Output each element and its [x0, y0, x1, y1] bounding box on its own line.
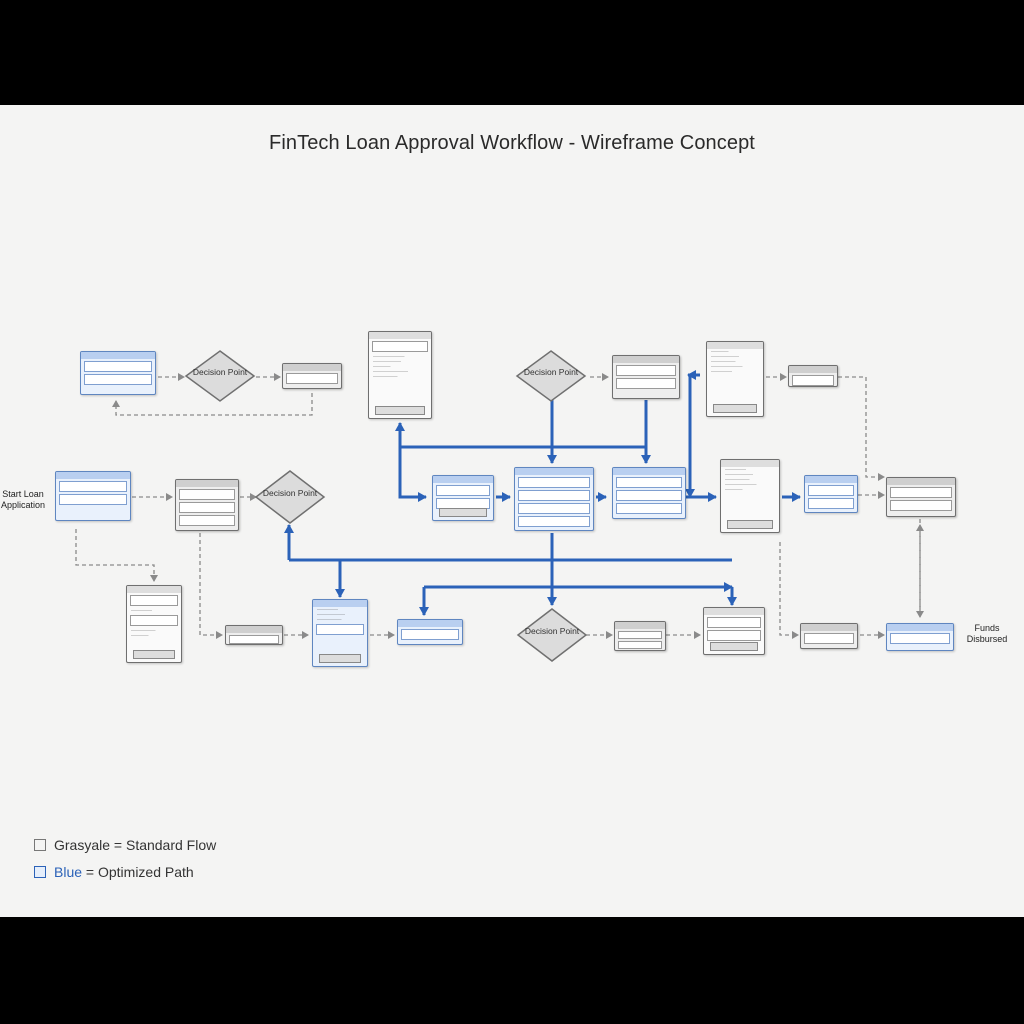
wireframe-screen — [612, 467, 686, 519]
decision-label: Decision Point — [262, 488, 318, 498]
wireframe-screen: ———————————————————— ——————————————— — [706, 341, 764, 417]
wireframe-screen: ————————————————————— —————————————— — [720, 459, 780, 533]
start-label: Start Loan Application — [0, 489, 46, 510]
decision-diamond — [184, 350, 256, 402]
wireframe-screen — [225, 625, 283, 645]
decision-diamond — [254, 470, 326, 524]
wireframe-screen — [612, 355, 680, 399]
wireframe-screen — [514, 467, 594, 531]
end-label: Funds Disbursed — [966, 623, 1008, 644]
decision-diamond — [515, 350, 587, 402]
flow-arrow — [838, 376, 885, 481]
flow-arrow — [75, 529, 158, 582]
wireframe-screen: ————————————————————— — [312, 599, 368, 667]
blue-swatch — [34, 866, 46, 878]
decision-label: Decision Point — [524, 626, 580, 636]
flow-arrow — [112, 393, 313, 416]
legend-standard-label: Grasyale = Standard Flow — [54, 837, 217, 853]
flow-arrow — [199, 533, 223, 639]
legend-optimized-label: = Optimized Path — [82, 864, 194, 880]
flow-arrow — [779, 542, 799, 639]
decision-label: Decision Point — [192, 367, 248, 377]
wireframe-screen — [800, 623, 858, 649]
wireframe-screen — [804, 475, 858, 513]
wireframe-screen — [703, 607, 765, 655]
wireframe-screen — [886, 623, 954, 651]
optimized-path-arrow — [398, 447, 427, 502]
wireframe-screen — [788, 365, 838, 387]
wireframe-screen — [432, 475, 494, 521]
legend-optimized: Blue = Optimized Path — [34, 864, 194, 880]
wireframe-screen: —————————————————————— ————————————————— — [368, 331, 432, 419]
wireframe-screen — [175, 479, 239, 531]
wireframe-screen — [886, 477, 956, 517]
wireframe-screen — [614, 621, 666, 651]
connector-layer — [75, 350, 924, 662]
wireframe-screen — [282, 363, 342, 389]
wireframe-screen — [80, 351, 156, 395]
gray-swatch — [34, 839, 46, 851]
diagram-canvas: FinTech Loan Approval Workflow - Wirefra… — [0, 105, 1024, 917]
wireframe-screen — [55, 471, 131, 521]
decision-diamond — [516, 608, 588, 662]
decision-shapes — [184, 350, 588, 662]
wireframe-screen — [397, 619, 463, 645]
wireframe-screen: —————— ———————————— — [126, 585, 182, 663]
legend-blue-word: Blue — [54, 864, 83, 880]
page-title: FinTech Loan Approval Workflow - Wirefra… — [269, 132, 755, 154]
legend-standard: Grasyale = Standard Flow — [34, 837, 216, 853]
decision-label: Decision Point — [523, 367, 579, 377]
